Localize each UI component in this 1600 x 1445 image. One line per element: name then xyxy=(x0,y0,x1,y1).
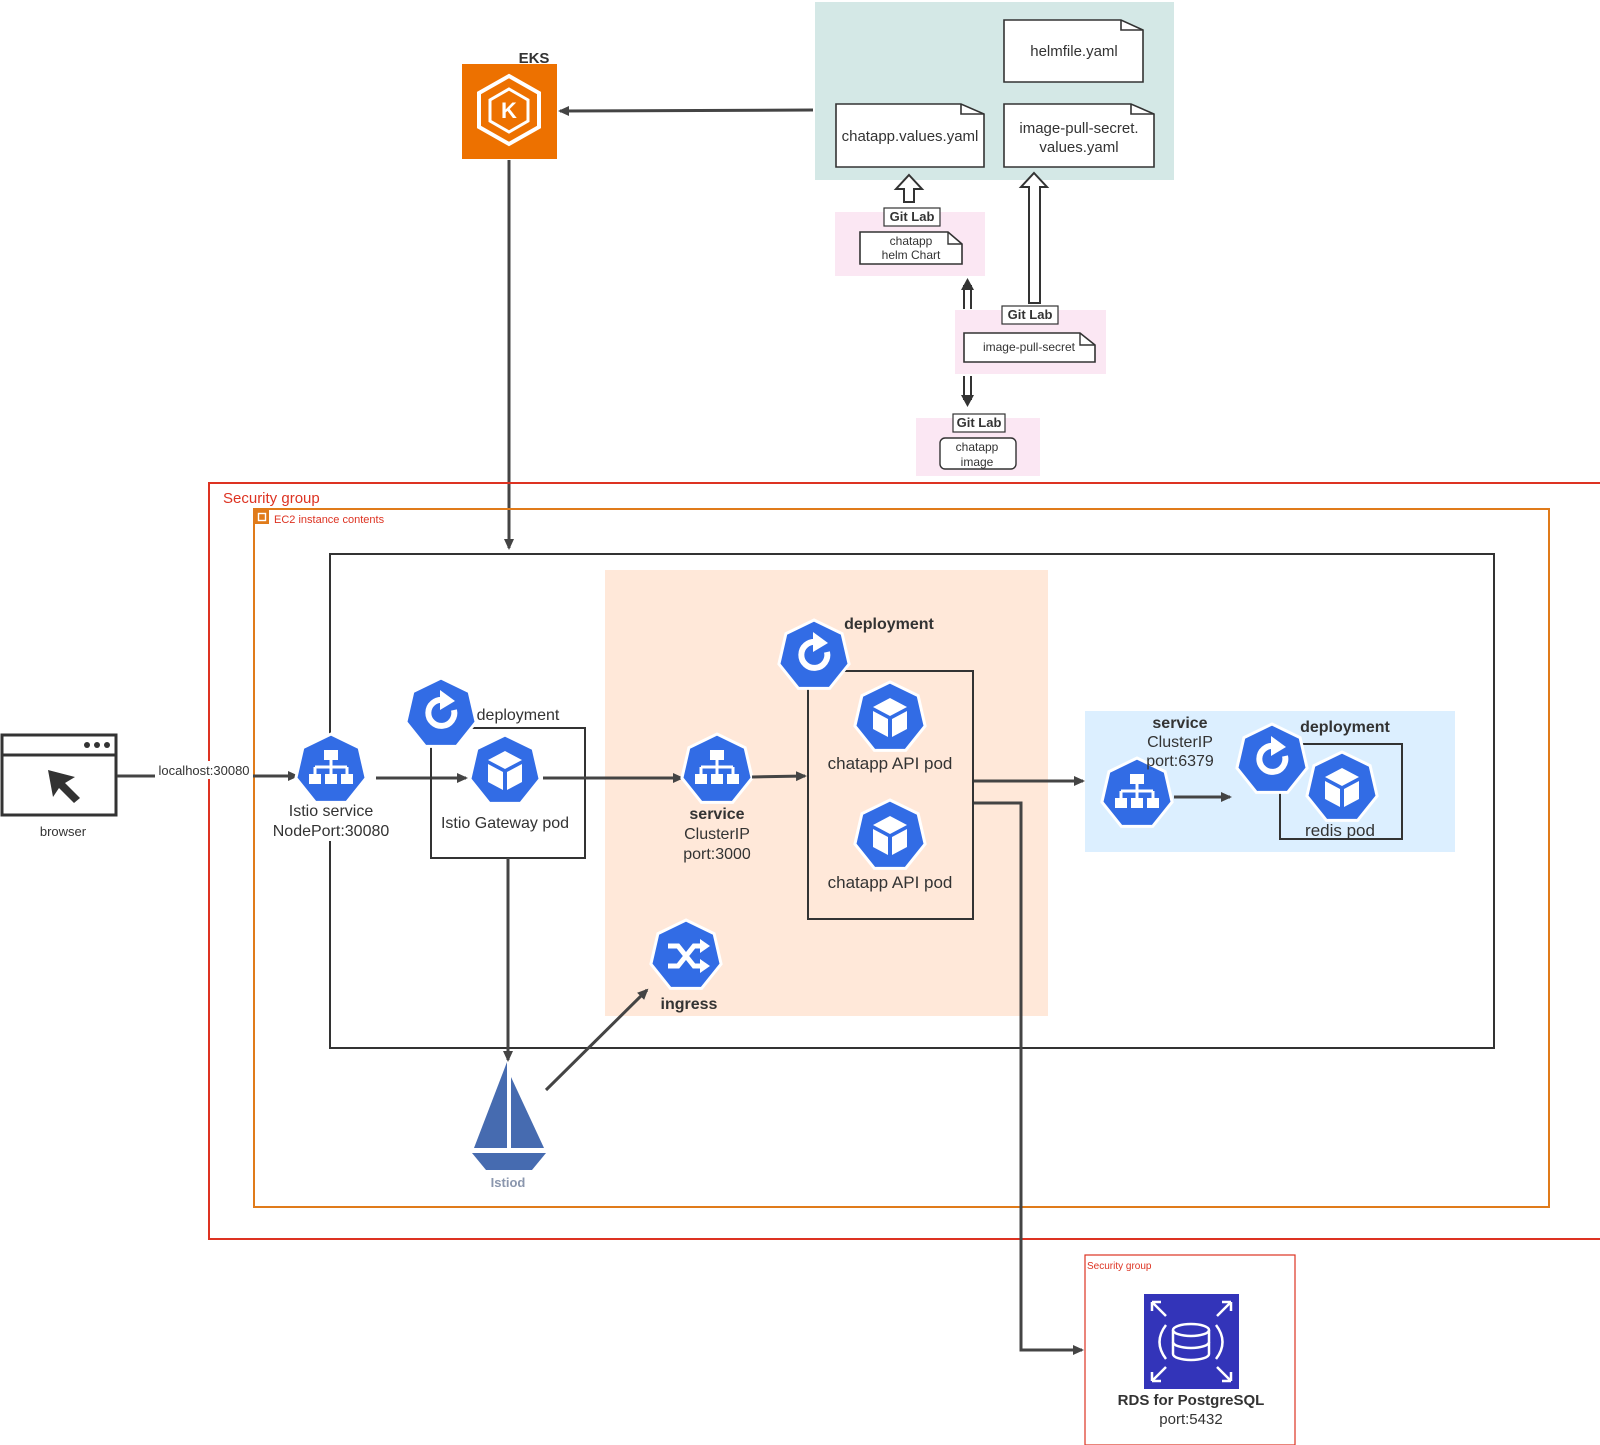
chatapp-values-note: chatapp.values.yaml xyxy=(835,103,985,168)
chatapp-api-pod-1-icon xyxy=(855,682,925,750)
ingress-label: ingress xyxy=(661,996,718,1013)
ingress-icon xyxy=(651,920,721,988)
ec2-instance-box xyxy=(253,508,1550,1208)
redis-deployment-label: deployment xyxy=(1300,719,1390,736)
svg-text:helmfile.yaml: helmfile.yaml xyxy=(1030,43,1118,60)
istiod-icon xyxy=(472,1062,546,1170)
gitlab-link-arrows xyxy=(961,278,974,407)
redis-pod-label: redis pod xyxy=(1305,821,1375,840)
security-group-label: Security group xyxy=(223,490,320,507)
chatapp-api-pod-2-icon xyxy=(855,800,925,868)
redis-service-title: service xyxy=(1152,715,1207,732)
localhost-edge-label: localhost:30080 xyxy=(158,763,249,778)
chatapp-api-pod-2-label: chatapp API pod xyxy=(828,873,953,892)
istio-service-icon xyxy=(296,734,366,802)
ec2-chip-icon xyxy=(255,510,269,524)
svg-text:image-pull-secret.: image-pull-secret. xyxy=(1019,120,1138,137)
security-group-box xyxy=(208,482,1600,1240)
gitlab-chatapp-image: Git Lab chatapp image xyxy=(916,413,1040,476)
svg-text:image: image xyxy=(961,455,994,469)
ec2-instance-label: EC2 instance contents xyxy=(274,514,385,526)
svg-text:Git Lab: Git Lab xyxy=(890,209,935,224)
chatapp-deployment-box xyxy=(807,670,974,920)
svg-text:K: K xyxy=(501,98,517,123)
eks-icon: K xyxy=(462,64,557,159)
svg-text:Git Lab: Git Lab xyxy=(1008,307,1053,322)
redis-deployment-icon xyxy=(1237,724,1307,792)
secret-to-values-arrow xyxy=(1018,171,1050,304)
browser-icon xyxy=(0,733,118,817)
chatapp-deployment-label: deployment xyxy=(844,616,934,633)
chatapp-service-title: service xyxy=(689,806,744,823)
gitlab-image-pull-secret: Git Lab image-pull-secret xyxy=(955,305,1106,374)
svg-text:helm Chart: helm Chart xyxy=(882,248,941,262)
istio-service-port: NodePort:30080 xyxy=(273,823,390,840)
image-pull-values-note: image-pull-secret. values.yaml xyxy=(1003,103,1155,168)
svg-text:chatapp: chatapp xyxy=(956,440,999,454)
chatapp-api-pod-1-label: chatapp API pod xyxy=(828,754,953,773)
rds-port: port:5432 xyxy=(1159,1411,1222,1428)
istio-gateway-deployment-label: deployment xyxy=(477,707,560,724)
eks-label: EKS xyxy=(519,50,550,67)
svg-text:values.yaml: values.yaml xyxy=(1039,139,1118,156)
svg-text:chatapp: chatapp xyxy=(890,234,933,248)
redis-service-type: ClusterIP xyxy=(1147,734,1213,751)
istio-service-name: Istio service xyxy=(289,803,374,820)
helmfile-note: helmfile.yaml xyxy=(1003,19,1144,83)
chatapp-to-rds-arrow xyxy=(974,801,1084,1355)
rds-icon xyxy=(1144,1294,1239,1389)
redis-service-port: port:6379 xyxy=(1146,753,1214,770)
istio-gateway-pod-icon xyxy=(470,735,540,803)
svg-text:Git Lab: Git Lab xyxy=(957,415,1002,430)
chatapp-service-type: ClusterIP xyxy=(684,826,750,843)
chatapp-service-port: port:3000 xyxy=(683,846,751,863)
chatapp-service-to-deployment-arrow xyxy=(751,771,807,782)
istio-service-label-bg xyxy=(276,801,388,841)
rds-security-group-label: Security group xyxy=(1087,1261,1152,1272)
redis-pod-icon xyxy=(1307,752,1377,820)
chatapp-service-icon xyxy=(682,734,752,802)
edge-label-bg xyxy=(155,761,253,779)
svg-text:image-pull-secret: image-pull-secret xyxy=(983,340,1076,354)
istio-gateway-deployment-icon xyxy=(406,678,476,746)
istiod-label: Istiod xyxy=(491,1175,526,1190)
gitlab-helm-chart: Git Lab chatapp helm Chart xyxy=(835,207,985,276)
chatapp-deployment-icon xyxy=(779,620,849,688)
rds-security-group-box xyxy=(1084,1254,1296,1445)
helmfile-to-eks-arrow xyxy=(558,105,814,116)
istio-gateway-pod-label: Istio Gateway pod xyxy=(441,815,569,832)
istiod-to-ingress-arrow xyxy=(544,988,649,1092)
rds-title: RDS for PostgreSQL xyxy=(1118,1392,1265,1409)
browser-label: browser xyxy=(40,824,87,839)
svg-text:chatapp.values.yaml: chatapp.values.yaml xyxy=(842,128,979,145)
helm-to-values-arrow xyxy=(893,173,925,203)
